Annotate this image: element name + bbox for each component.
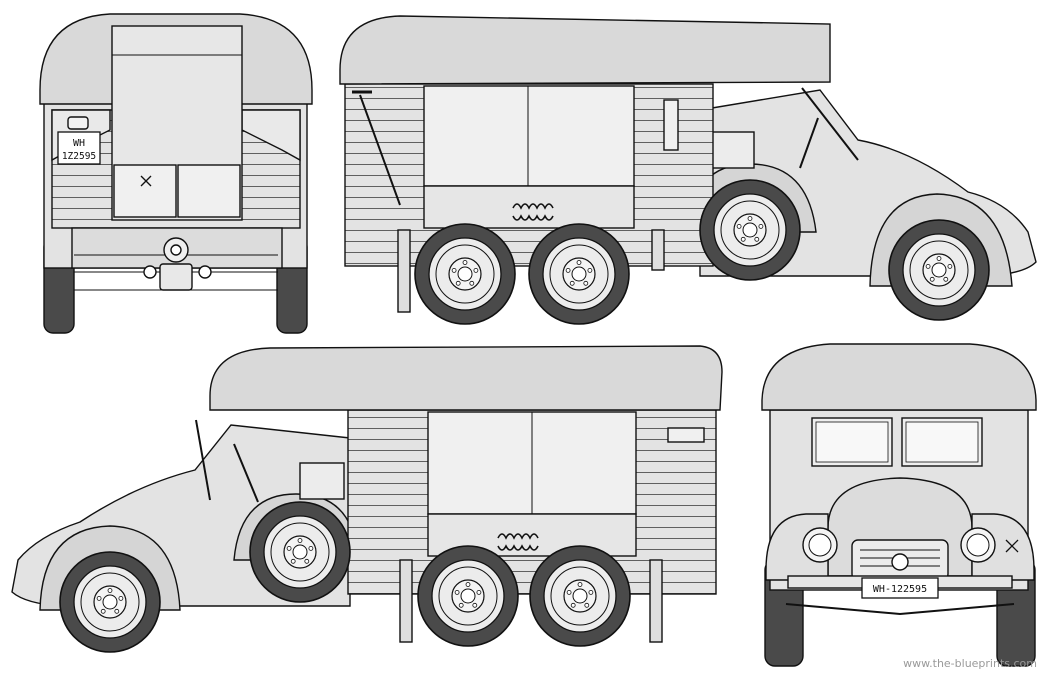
side-view-right	[339, 15, 1037, 325]
front-view: WH-122595	[761, 343, 1037, 667]
side-view-left	[11, 345, 723, 653]
watermark-text: www.the-blueprints.com	[903, 657, 1037, 670]
rear-view: WH 1Z2595	[39, 13, 313, 334]
rear-plate-number: 1Z2595	[62, 151, 96, 162]
rear-plate-prefix: WH	[73, 138, 85, 149]
front-plate-number: WH-122595	[873, 584, 927, 595]
